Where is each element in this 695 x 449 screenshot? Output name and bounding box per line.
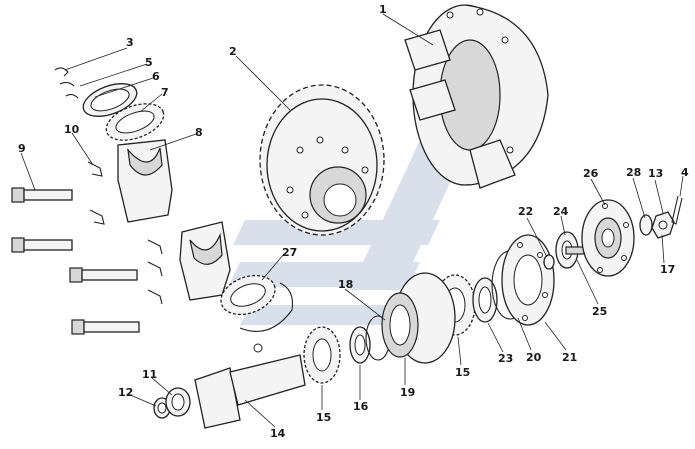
callout-23: 23: [498, 352, 513, 365]
part-11-bearing: [165, 387, 191, 417]
part-26-flange: [581, 199, 635, 277]
callout-28: 28: [626, 166, 641, 179]
part-9-bolts: [11, 187, 140, 335]
part-2-crown-gear: [259, 84, 385, 236]
callout-21: 21: [562, 351, 577, 364]
callout-26: 26: [583, 167, 599, 180]
callout-6: 6: [152, 70, 160, 83]
callout-3: 3: [126, 36, 134, 49]
callout-25: 25: [592, 305, 607, 318]
part-5-snap-ring: [59, 81, 79, 99]
part-1-housing: [404, 4, 549, 189]
part-15-bearing-a: [303, 326, 341, 384]
callout-13: 13: [648, 167, 663, 180]
callout-17: 17: [660, 263, 675, 276]
callout-24: 24: [553, 205, 569, 218]
callout-16: 16: [353, 400, 369, 413]
callout-7: 7: [161, 86, 169, 99]
part-bearing-cap-2: [179, 221, 231, 301]
part-7-bearing: [105, 103, 165, 141]
part-4-cotter-pin: [671, 195, 683, 225]
callout-11: 11: [142, 368, 157, 381]
part-3-lock-pin: [54, 67, 69, 77]
callout-15b: 15: [455, 366, 470, 379]
callout-20: 20: [526, 351, 542, 364]
part-23-seal: [472, 277, 498, 323]
callout-5: 5: [145, 56, 153, 69]
callout-8: 8: [195, 126, 203, 139]
part-22-bushing: [543, 254, 555, 270]
part-28-washer: [639, 214, 653, 236]
part-clips-lower: [147, 239, 163, 305]
callout-14: 14: [270, 427, 286, 440]
callout-2: 2: [229, 45, 237, 58]
callout-labels: 1 2 3 4 5 6 7 8 9 10 11 12 13 14 15 15 1…: [18, 3, 689, 440]
leader-lines: [20, 13, 684, 428]
part-8-bearing-cap: [117, 139, 173, 223]
callout-10: 10: [64, 123, 80, 136]
callout-1: 1: [379, 3, 387, 16]
part-19-bearing-housing: [381, 272, 456, 364]
callout-9: 9: [18, 142, 26, 155]
part-16-spacer-ring: [349, 326, 371, 364]
callout-19: 19: [400, 386, 415, 399]
part-10-locking-clips: [87, 161, 105, 225]
part-13-nut: [651, 211, 675, 239]
part-25-sleeve: [565, 246, 585, 255]
callout-18: 18: [338, 278, 353, 291]
part-21-cover: [501, 234, 555, 326]
callout-4: 4: [681, 166, 689, 179]
part-6-seal-ring: [82, 83, 138, 117]
part-27-bearing: [220, 274, 294, 332]
callout-27: 27: [282, 246, 297, 259]
part-14-pinion-shaft: [194, 343, 306, 429]
callout-15a: 15: [316, 411, 331, 424]
callout-12: 12: [118, 386, 133, 399]
callout-22: 22: [518, 205, 533, 218]
